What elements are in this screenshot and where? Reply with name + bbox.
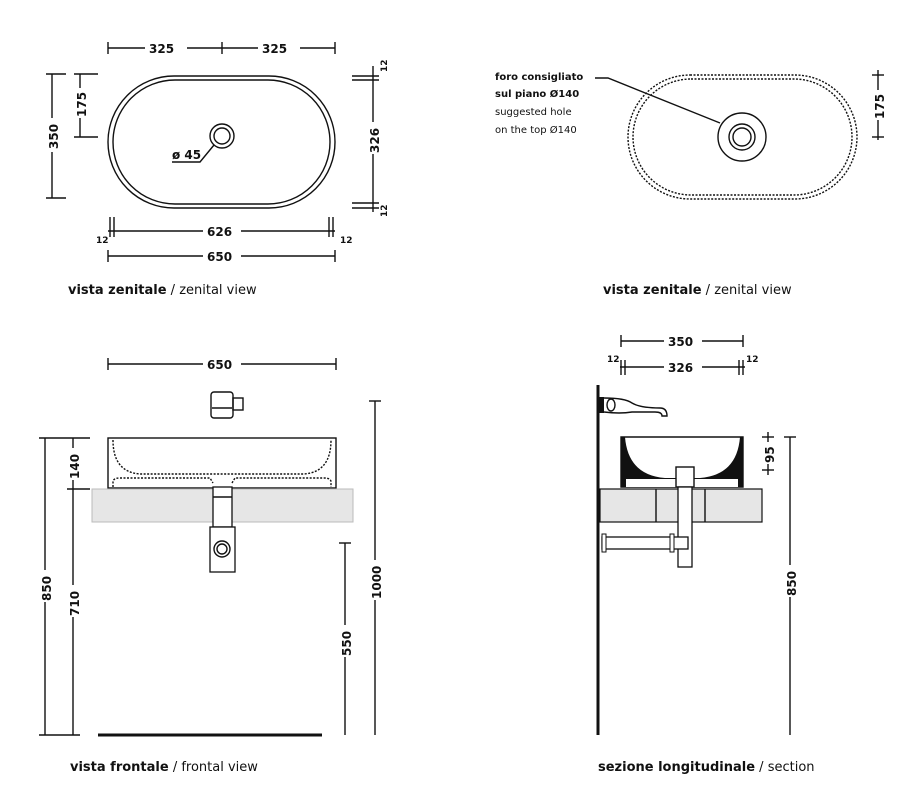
- dim-counter-height: 710: [68, 591, 82, 616]
- dim-total-height: 850: [40, 576, 54, 601]
- dim-depth: 350: [47, 124, 61, 149]
- drain-pipe: [212, 486, 233, 528]
- hole-leader: [595, 77, 721, 124]
- note-line-4: on the top Ø140: [495, 124, 577, 136]
- wall-pipe: [601, 536, 689, 550]
- dim-rim-bottom: 12: [380, 204, 390, 217]
- dim-rim-right: 12: [340, 236, 353, 246]
- drain-pipe: [677, 486, 693, 568]
- note-line-1: foro consigliato: [495, 72, 583, 83]
- dim-half-depth: 175: [873, 94, 887, 119]
- dim-basin-height: 140: [68, 454, 82, 479]
- note-line-3: suggested hole: [495, 107, 572, 118]
- drain-diameter-label: ø 45: [172, 148, 201, 162]
- basin-outline-outer: [107, 75, 336, 209]
- dim-rim-left: 12: [607, 355, 620, 365]
- dim-rim-right: 12: [746, 355, 759, 365]
- frontal-view: 650 850 140 710 1000: [37, 356, 384, 775]
- dim-bowl-depth: 95: [763, 446, 777, 463]
- dim-rim-left: 12: [96, 236, 109, 246]
- dim-inner-depth: 326: [668, 361, 693, 375]
- dim-width: 650: [207, 250, 232, 264]
- dim-tap-height: 1000: [370, 566, 384, 599]
- caption-zenital-view-2: vista zenitale / zenital view: [603, 283, 792, 298]
- basin-front: [107, 437, 337, 489]
- dim-trap-height: 550: [340, 631, 354, 656]
- zenital-view: ø 45 325 325 350 175 326 12 12 626 12 12: [44, 40, 390, 298]
- dim-half-depth: 175: [75, 92, 89, 117]
- drain-hole-outer: [209, 123, 235, 149]
- caption-zenital-view: vista zenitale / zenital view: [68, 283, 257, 298]
- dim-inner-depth: 326: [368, 128, 382, 153]
- tap-icon: [599, 397, 668, 417]
- zenital-hole-view: foro consigliato sul piano Ø140 suggeste…: [495, 70, 887, 298]
- drain-valve: [675, 466, 695, 488]
- caption-section: sezione longitudinale / section: [598, 760, 815, 775]
- dim-height: 850: [785, 571, 799, 596]
- section-view: 350 326 12 12 95: [596, 333, 815, 775]
- dim-half-right: 325: [262, 42, 287, 56]
- note-line-2: sul piano Ø140: [495, 88, 579, 100]
- basin-outline-inner: [112, 79, 331, 205]
- dim-depth: 350: [668, 335, 693, 349]
- suggested-hole: [717, 112, 767, 162]
- dim-inner-width: 626: [207, 225, 232, 239]
- tap-icon: [210, 391, 244, 419]
- caption-frontal-view: vista frontale / frontal view: [70, 760, 258, 775]
- drain-leader: [172, 144, 215, 163]
- dim-rim-top: 12: [380, 59, 390, 72]
- dim-width: 650: [207, 358, 232, 372]
- drain-hole-inner: [213, 127, 231, 145]
- basin-outline-dotted: [627, 74, 858, 200]
- dim-half-left: 325: [149, 42, 174, 56]
